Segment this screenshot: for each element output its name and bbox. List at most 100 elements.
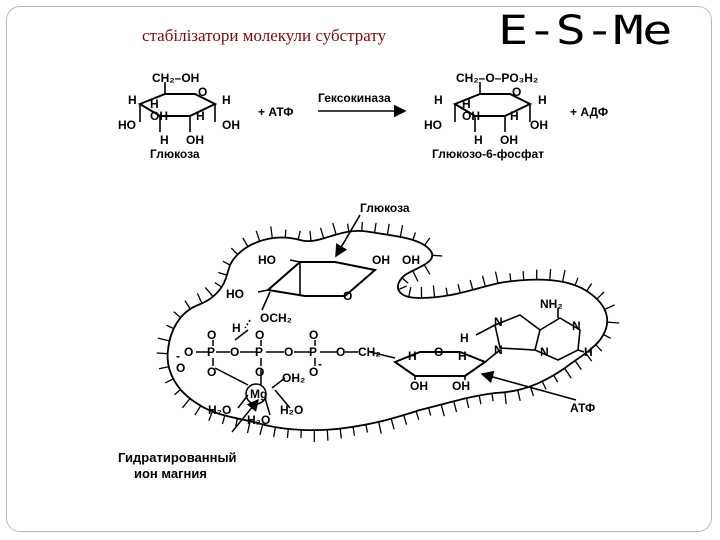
complex-ho: HO (258, 253, 276, 267)
enzyme-surface-hair (481, 275, 486, 287)
glucose-label: Глюкоза (360, 201, 410, 215)
complex-o: O (207, 365, 216, 379)
enzyme-surface-hair (401, 277, 409, 284)
enzyme-surface-outline (166, 229, 609, 432)
enzyme-surface-hair (457, 284, 461, 294)
reactant-ch2oh: CH₂–OH (152, 71, 199, 85)
enzyme-surface-hair (352, 426, 356, 436)
adenine-rings (494, 314, 581, 361)
reactant-h: H (222, 93, 231, 107)
enzyme-surface-hair (564, 367, 572, 379)
atp-nucleoside (392, 308, 585, 401)
complex-ho: HO (226, 287, 244, 301)
reactant-h: H (128, 93, 137, 107)
enzyme-surface-hair (478, 395, 482, 405)
product-ch2opo3h2: CH₂–O–PO₃H₂ (456, 71, 538, 85)
enzyme-surface-hair (158, 366, 169, 370)
enzyme-surface-hair (428, 407, 432, 416)
enzyme-surface-hair (522, 271, 525, 281)
enzyme-surface-hair (491, 393, 494, 402)
complex-ring-o: O (343, 289, 352, 303)
product-name: Глюкозо-6-фосфат (432, 147, 544, 161)
enzyme-surface-hair (585, 352, 593, 362)
complex-h: H (584, 345, 593, 359)
reactant-name: Глюкоза (150, 147, 200, 161)
glucose-pointer (335, 214, 361, 258)
enzyme-surface-hair (208, 411, 214, 422)
enzyme-surface-hair (270, 226, 273, 239)
reactant-h: H (160, 133, 169, 147)
complex-o: O (184, 345, 193, 359)
enzyme-surface-hair (574, 360, 582, 371)
complex-o: O (176, 361, 185, 375)
product-ho: HO (424, 118, 442, 132)
enzyme-surface-hair (386, 223, 390, 235)
enzyme-surface-hair (541, 381, 547, 390)
enzyme-surface-hair (157, 337, 170, 342)
complex-ch2: CH₂ (358, 345, 381, 359)
enzyme-surface-hair (398, 285, 407, 291)
enzyme-surface-hair (595, 344, 603, 352)
complex-oh: OH (402, 253, 420, 267)
enzyme-surface-hair (517, 389, 521, 401)
product-h: H (462, 97, 471, 111)
enzyme-surface-hair (553, 374, 559, 383)
complex-minus: - (176, 349, 180, 363)
atp-label: АТФ (570, 401, 595, 415)
complex-h: H (458, 349, 467, 363)
adenine-n: N (494, 343, 503, 357)
enzyme-surface-hair (494, 271, 499, 284)
phosphate-p: P (309, 345, 317, 359)
reactant-ho: HO (118, 118, 136, 132)
enzyme-surface-hair (453, 401, 458, 413)
enzyme-surface-hair (390, 418, 395, 430)
product-oh: OH (530, 118, 548, 132)
adenine-n: N (572, 319, 581, 333)
bound-glucose-ring (265, 261, 378, 297)
enzyme-surface-hair (373, 222, 377, 233)
enzyme-surface-hair (309, 231, 312, 242)
enzyme-surface-hair (412, 232, 417, 241)
product-h: H (434, 93, 443, 107)
enzyme-surface-hair (509, 273, 512, 282)
enzyme-surface-hair (181, 398, 191, 409)
mg-ion-pointer (231, 398, 259, 433)
complex-oh2: OH₂ (282, 371, 305, 385)
phosphate-p: P (207, 345, 215, 359)
enzyme-surface-hair (346, 223, 350, 232)
adenine-nh2: NH₂ (540, 297, 563, 311)
reactant-h: H (150, 97, 159, 111)
plus-adp: + АДФ (570, 105, 608, 119)
enzyme-surface-hair (399, 224, 404, 237)
complex-h2o: H₂O (208, 403, 231, 417)
complex-h2o: H₂O (280, 403, 303, 417)
enzyme-surface-hair (173, 311, 182, 319)
enzyme-surface-hair (465, 398, 470, 409)
enzyme-surface-hair (574, 277, 579, 286)
enzyme-surface-hair (156, 352, 168, 355)
enzyme-surface-hair (432, 285, 436, 298)
enzyme-surface-hair (235, 418, 239, 427)
enzyme-surface-hair (604, 304, 615, 311)
enzyme-name: Гексокиназа (318, 91, 391, 105)
complex-h: H (408, 349, 417, 363)
enzyme-surface-hair (415, 411, 420, 420)
mg-ion-label-line2: ион магния (134, 466, 207, 481)
esme-logo: E-S-Me (498, 8, 672, 54)
enzyme-surface-hair (440, 404, 445, 417)
enzyme-surface-hair (221, 415, 226, 425)
enzyme-surface-hair (603, 333, 611, 339)
enzyme-surface-hair (284, 229, 287, 238)
enzyme-surface-hair (469, 279, 474, 290)
product-h: H (474, 133, 483, 147)
enzyme-surface-hair (166, 324, 174, 330)
reaction-scheme (137, 82, 533, 132)
adenine-n: N (494, 315, 503, 329)
enzyme-surface-hair (286, 428, 289, 438)
mg-ion-label-line1: Гидратированный (118, 450, 237, 465)
enzyme-surface-hair (332, 222, 337, 235)
enzyme-surface-hair (365, 424, 369, 433)
enzyme-surface-hair (403, 414, 408, 425)
product-ring-o: O (512, 85, 521, 99)
complex-h: H (460, 331, 469, 345)
